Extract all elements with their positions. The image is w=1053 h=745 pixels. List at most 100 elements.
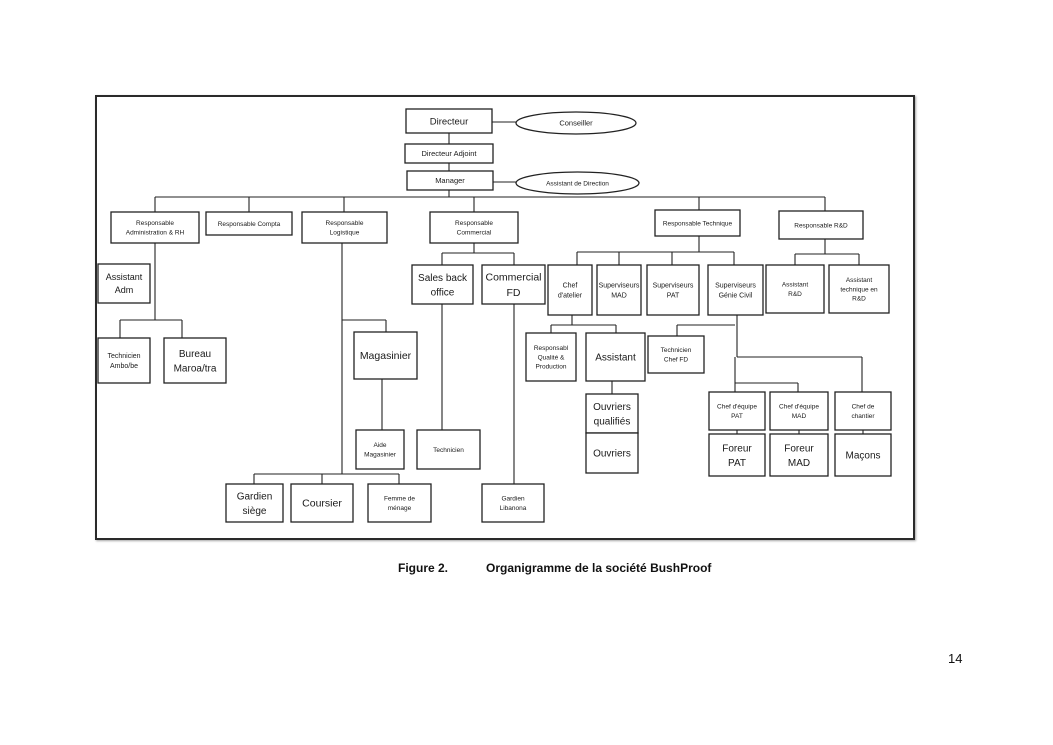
org-chart-connectors — [119, 121, 864, 484]
org-node-label: Foreur — [784, 443, 814, 454]
org-node-label: d'atelier — [558, 293, 583, 300]
org-node-label: Qualité & — [538, 354, 565, 361]
org-node-shape — [769, 433, 829, 477]
org-node-macons: Maçons — [834, 433, 892, 477]
org-node-sales-back-office: Sales back office — [411, 264, 474, 305]
figure-caption-text: Organigramme de la société BushProof — [486, 561, 712, 575]
org-node-label: Responsable Technique — [663, 220, 733, 227]
org-node-shape — [205, 211, 293, 236]
org-node-label: Directeur Adjoint — [421, 149, 477, 158]
org-node-technicien-commercial: Technicien — [416, 429, 481, 470]
org-node-label: Responsabl — [534, 345, 569, 352]
org-node-label: siège — [243, 506, 267, 517]
figure-label: Figure 2. — [398, 561, 449, 575]
org-node-label: Assistant — [106, 272, 143, 282]
org-node-shape — [290, 483, 354, 523]
org-node-label: Aide — [373, 442, 386, 449]
org-node-label: Technicien — [661, 347, 692, 354]
org-node-label: Coursier — [302, 498, 342, 510]
org-node-shape — [404, 143, 494, 164]
org-node-shape — [411, 264, 474, 305]
org-node-assistant-tech: Assistant — [585, 332, 646, 382]
org-node-label: Technicien — [107, 353, 140, 360]
org-node-label: MAD — [792, 413, 807, 420]
org-node-label: PAT — [667, 293, 680, 300]
figure-caption: Figure 2. Organigramme de la société Bus… — [0, 561, 1053, 577]
org-node-label: PAT — [728, 458, 746, 469]
org-node-label: Logistique — [330, 229, 360, 236]
org-node-label: MAD — [788, 458, 810, 469]
org-node-shape — [225, 483, 284, 523]
org-node-shape — [405, 108, 493, 134]
org-node-shape — [708, 391, 766, 431]
org-node-label: Commercial — [485, 272, 541, 284]
org-node-shape — [708, 433, 766, 477]
org-node-label: Responsable Compta — [218, 221, 281, 228]
org-node-label: Libanona — [500, 505, 527, 512]
org-node-label: technique en — [840, 286, 878, 293]
org-node-label: Foreur — [722, 443, 752, 454]
org-node-shape — [355, 429, 405, 470]
org-node-shape — [163, 337, 227, 384]
org-node-resp-rd: Responsable R&D — [778, 210, 864, 240]
org-node-directeur: Directeur — [405, 108, 493, 134]
org-node-shape — [654, 209, 741, 237]
org-node-manager: Manager — [406, 170, 494, 191]
org-node-label: Assistant — [782, 282, 809, 289]
org-node-label: Gardien — [237, 491, 273, 502]
org-node-label: Maroa/tra — [174, 363, 217, 374]
org-node-label: Chef d'équipe — [779, 404, 819, 411]
org-node-shape — [406, 170, 494, 191]
org-node-label: Chef de — [852, 404, 875, 411]
org-node-label: Superviseurs — [599, 282, 640, 289]
org-node-shape — [585, 332, 646, 382]
org-node-label: Production — [535, 364, 566, 371]
org-node-shape — [525, 332, 577, 382]
org-node-label: MAD — [611, 293, 627, 300]
org-node-shape — [429, 211, 519, 244]
org-node-shape — [596, 264, 642, 316]
org-node-label: Responsable R&D — [794, 222, 848, 229]
org-node-coursier: Coursier — [290, 483, 354, 523]
org-node-label: ménage — [388, 505, 412, 512]
org-node-label: Chef d'équipe — [717, 404, 757, 411]
org-node-label: Chef FD — [664, 356, 689, 363]
org-node-label: Magasinier — [360, 350, 412, 362]
org-node-shape — [646, 264, 700, 316]
org-node-shape — [547, 264, 593, 316]
org-node-label: Magasinier — [364, 451, 397, 458]
org-node-label: Commercial — [457, 229, 492, 236]
org-node-label: chantier — [851, 413, 875, 420]
org-node-label: qualifiés — [594, 416, 631, 427]
org-node-label: Technicien — [433, 447, 464, 454]
org-node-shape — [367, 483, 432, 523]
page-number: 14 — [948, 651, 963, 666]
org-node-label: Superviseurs — [715, 282, 756, 289]
org-node-label: Sales back — [418, 273, 468, 284]
org-node-shape — [707, 264, 764, 316]
org-node-shape — [515, 171, 640, 195]
org-node-label: Responsable — [455, 220, 493, 227]
org-node-shape — [778, 210, 864, 240]
org-node-gardien-siege: Gardien siège — [225, 483, 284, 523]
org-node-label: office — [431, 287, 455, 298]
